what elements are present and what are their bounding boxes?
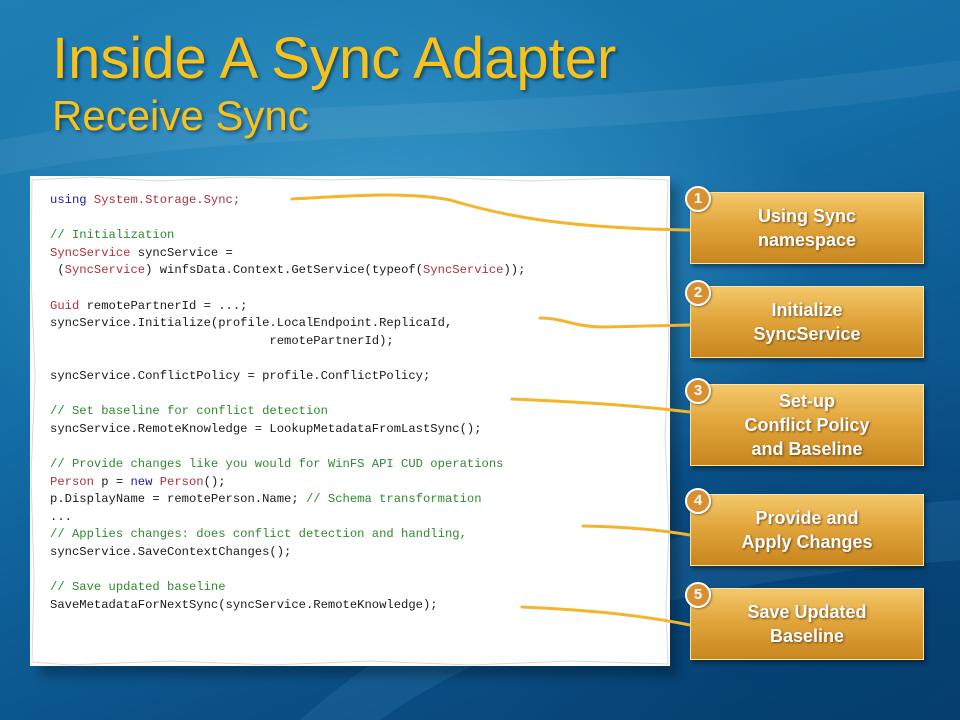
step-setup-conflict-policy: 3 Set-up Conflict Policy and Baseline: [685, 378, 924, 466]
code-token: syncService.Initialize(profile.LocalEndp…: [50, 316, 453, 331]
code-token: ));: [503, 263, 526, 278]
code-token: syncService =: [130, 245, 233, 260]
code-line: Person p = new Person();: [50, 474, 650, 492]
code-token: syncService.RemoteKnowledge = LookupMeta…: [50, 421, 482, 436]
code-token: // Save updated baseline: [50, 580, 226, 595]
slide-title: Inside A Sync Adapter Receive Sync: [52, 26, 616, 140]
code-token: ) winfsData.Context.GetService(typeof(: [145, 263, 424, 278]
code-line: [50, 280, 650, 298]
code-token: SaveMetadataForNextSync(syncService.Remo…: [50, 597, 438, 612]
code-token: ...: [50, 509, 72, 524]
code-token: // Initialization: [50, 228, 175, 243]
code-line: syncService.Initialize(profile.LocalEndp…: [50, 315, 650, 333]
step-label: Set-up Conflict Policy and Baseline: [744, 391, 870, 459]
code-token: SyncService: [64, 263, 146, 278]
step-label: Using Sync namespace: [757, 206, 857, 250]
step-badge: 4: [685, 488, 711, 514]
title-sub: Receive Sync: [52, 92, 309, 139]
step-save-updated-baseline: 5 Save Updated Baseline: [685, 582, 924, 660]
code-listing: using System.Storage.Sync; // Initializa…: [50, 192, 650, 614]
code-token: Guid: [50, 298, 80, 313]
code-line: ...: [50, 509, 650, 527]
code-token: Person: [50, 474, 94, 489]
step-badge: 5: [685, 582, 711, 608]
code-token: SyncService: [50, 245, 131, 260]
code-token: System.Storage.Sync;: [93, 193, 241, 207]
code-line: [50, 350, 650, 368]
code-line: // Initialization: [50, 227, 650, 245]
code-token: syncService.SaveContextChanges();: [50, 544, 292, 559]
code-token: p =: [93, 474, 131, 489]
step-badge: 2: [685, 280, 711, 306]
code-token: // Set baseline for conflict detection: [50, 404, 328, 419]
code-line: (SyncService) winfsData.Context.GetServi…: [50, 262, 650, 280]
code-line: SaveMetadataForNextSync(syncService.Remo…: [50, 597, 650, 615]
code-token: new: [130, 474, 160, 489]
code-token: p.DisplayName = remotePerson.Name;: [50, 492, 306, 507]
code-line: // Set baseline for conflict detection: [50, 403, 650, 421]
code-token: ();: [203, 474, 226, 489]
code-line: Guid remotePartnerId = ...;: [50, 298, 650, 316]
code-token: remotePartnerId);: [50, 333, 394, 348]
code-line: p.DisplayName = remotePerson.Name; // Sc…: [50, 491, 650, 509]
step-initialize-syncservice: 2 Initialize SyncService: [685, 280, 924, 358]
code-line: syncService.ConflictPolicy = profile.Con…: [50, 368, 650, 386]
code-token: // Schema transformation: [305, 492, 482, 507]
step-badge: 3: [685, 378, 711, 404]
title-main: Inside A Sync Adapter: [52, 26, 617, 91]
code-line: // Save updated baseline: [50, 579, 650, 597]
code-token: // Provide changes like you would for Wi…: [50, 456, 504, 471]
code-token: Person: [159, 474, 204, 489]
step-label: Initialize SyncService: [753, 300, 861, 344]
code-line: // Applies changes: does conflict detect…: [50, 526, 650, 544]
code-token: syncService.ConflictPolicy = profile.Con…: [50, 368, 431, 383]
code-line: [50, 210, 650, 228]
code-token: remotePartnerId = ...;: [79, 298, 248, 313]
code-line: // Provide changes like you would for Wi…: [50, 456, 650, 474]
code-line: using System.Storage.Sync;: [50, 192, 650, 210]
code-line: [50, 386, 650, 404]
step-label: Save Updated Baseline: [747, 602, 867, 646]
code-line: remotePartnerId);: [50, 333, 650, 351]
step-label: Provide and Apply Changes: [741, 508, 873, 552]
code-line: [50, 438, 650, 456]
code-line: syncService.SaveContextChanges();: [50, 544, 650, 562]
code-token: using: [50, 193, 94, 207]
code-paper: [30, 176, 670, 666]
code-line: SyncService syncService =: [50, 245, 650, 263]
step-using-sync-namespace: 1 Using Sync namespace: [685, 186, 924, 264]
step-provide-apply-changes: 4 Provide and Apply Changes: [685, 488, 924, 566]
code-token: SyncService: [423, 263, 504, 278]
code-token: (: [50, 263, 65, 278]
step-badge: 1: [685, 186, 711, 212]
code-line: [50, 561, 650, 579]
code-line: syncService.RemoteKnowledge = LookupMeta…: [50, 421, 650, 439]
code-token: // Applies changes: does conflict detect…: [50, 527, 467, 542]
